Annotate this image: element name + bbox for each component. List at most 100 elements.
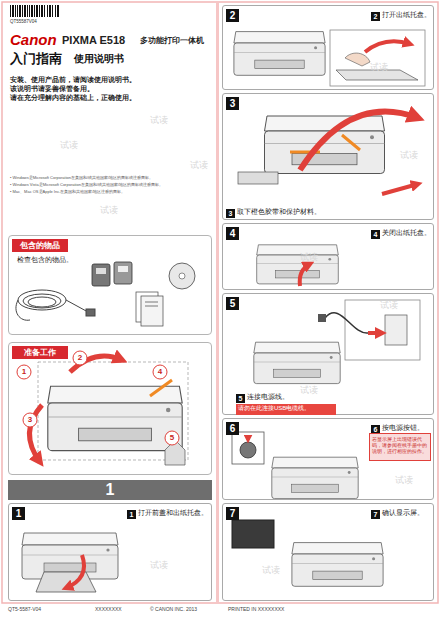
step-marker: 7 bbox=[371, 510, 380, 519]
footer-code: XXXXXXXX bbox=[95, 607, 122, 613]
printer bbox=[48, 386, 182, 450]
print-note: PRINTED IN XXXXXXXX bbox=[228, 607, 284, 613]
step-instruction: 按电源按钮。 bbox=[382, 424, 440, 432]
step-instruction: 关闭出纸托盘。 bbox=[382, 229, 440, 237]
printer bbox=[234, 32, 325, 76]
watermark: 试读 bbox=[370, 62, 388, 72]
ink-cartridges bbox=[92, 262, 132, 286]
printer bbox=[292, 543, 383, 587]
callout-number: 1 bbox=[18, 367, 30, 376]
callout-number: 3 bbox=[24, 415, 36, 424]
step-marker: 4 bbox=[371, 230, 380, 239]
display-screen bbox=[232, 520, 274, 548]
callout-number: 2 bbox=[74, 353, 86, 362]
note-text: 若显示屏上出现错误代码，请参阅在线手册中的说明，进行相应的操作。 bbox=[372, 436, 429, 454]
brand-logo: Canon bbox=[10, 31, 57, 48]
barcode bbox=[10, 5, 59, 17]
section-note: 检查包含的物品。 bbox=[17, 256, 167, 264]
watermark: 试读 bbox=[380, 300, 398, 310]
step-marker: 5 bbox=[236, 394, 245, 403]
section-header: 准备工作 bbox=[12, 346, 68, 359]
copyright: © CANON INC. 2013 bbox=[150, 607, 197, 613]
barcode-number: QT55587V04 bbox=[10, 19, 37, 24]
step-instruction: 取下橙色胶带和保护材料。 bbox=[237, 208, 417, 216]
manuals bbox=[136, 292, 163, 326]
trademark-note: • Mac、Mac OS是Apple Inc.在美国和其他国家/地区注册的商标。 bbox=[10, 190, 210, 195]
power-cord bbox=[325, 313, 368, 333]
orange-tape bbox=[150, 380, 172, 396]
step-box: 55连接电源线。请勿在此连接USB电缆线。 bbox=[222, 293, 434, 415]
watermark: 试读 bbox=[300, 252, 318, 262]
step-number: 5 bbox=[226, 297, 239, 310]
printer bbox=[254, 342, 340, 383]
watermark: 试读 bbox=[300, 385, 318, 395]
step-instruction: 确认显示屏。 bbox=[382, 509, 440, 517]
watermark: 试读 bbox=[190, 160, 208, 170]
watermark: 试读 bbox=[395, 475, 413, 485]
intro-text: 该说明书请妥善保管备用。 bbox=[10, 85, 94, 92]
step-number: 6 bbox=[226, 422, 239, 435]
step-box: 77确认显示屏。 bbox=[222, 503, 434, 601]
step-instruction: 打开出纸托盘。 bbox=[382, 11, 440, 19]
section-panel: 包含的物品检查包含的物品。 bbox=[8, 235, 212, 335]
step-number: 2 bbox=[226, 9, 239, 22]
trademark-note: • Windows是Microsoft Corporation在美国和/或其他国… bbox=[10, 176, 210, 181]
page-frame bbox=[2, 2, 438, 603]
watermark: 试读 bbox=[150, 560, 168, 570]
callout-circles bbox=[17, 351, 179, 445]
warning-text: 请勿在此连接USB电缆线。 bbox=[238, 405, 336, 412]
step-marker: 1 bbox=[127, 510, 136, 519]
step-marker: 3 bbox=[226, 209, 235, 218]
power-cord bbox=[16, 290, 95, 320]
model-name: PIXMA E518 bbox=[62, 34, 125, 47]
intro-text: 安装、使用产品前，请阅读使用说明书。 bbox=[10, 76, 136, 83]
callout-number: 5 bbox=[166, 433, 178, 442]
watermark: 试读 bbox=[150, 115, 168, 125]
setup-cd bbox=[169, 263, 195, 289]
power-socket bbox=[385, 315, 407, 345]
column-divider bbox=[216, 2, 219, 603]
step-number: 7 bbox=[226, 507, 239, 520]
step-marker: 2 bbox=[371, 12, 380, 21]
watermark: 试读 bbox=[262, 565, 280, 575]
step-number: 4 bbox=[226, 227, 239, 240]
red-arrow bbox=[382, 184, 418, 194]
guide-title: 入门指南 bbox=[10, 50, 62, 68]
section-header: 包含的物品 bbox=[12, 239, 68, 252]
subtitle: 使用说明书 bbox=[74, 53, 124, 65]
note-box: 若显示屏上出现错误代码，请参阅在线手册中的说明，进行相应的操作。 bbox=[369, 433, 431, 461]
step-number: 1 bbox=[12, 507, 25, 520]
printer bbox=[272, 457, 358, 498]
step-number: 3 bbox=[226, 97, 239, 110]
hand bbox=[345, 53, 370, 66]
red-arrow bbox=[300, 112, 418, 171]
red-arrow bbox=[300, 264, 310, 286]
red-arrow bbox=[368, 331, 382, 335]
warning-note: 请勿在此连接USB电缆线。 bbox=[236, 404, 336, 415]
section-panel: 准备工作 bbox=[8, 342, 212, 475]
detail-inset bbox=[232, 432, 264, 464]
footer-code: QT5-5587-V04 bbox=[8, 607, 41, 613]
intro-text: 请在充分理解内容的基础上，正确使用。 bbox=[10, 94, 136, 101]
red-arrow bbox=[66, 555, 84, 588]
red-arrow bbox=[247, 436, 250, 440]
printer bbox=[265, 116, 385, 174]
step-box: 11打开前盖和出纸托盘。 bbox=[8, 503, 212, 601]
product-type: 多功能打印一体机 bbox=[140, 36, 204, 45]
step-box: 22打开出纸托盘。 bbox=[222, 5, 434, 90]
step-box: 66按电源按钮。若显示屏上出现错误代码，请参阅在线手册中的说明，进行相应的操作。 bbox=[222, 418, 434, 500]
plug bbox=[318, 314, 326, 322]
protective-material bbox=[238, 172, 278, 184]
watermark: 试读 bbox=[400, 150, 418, 160]
step-instruction: 打开前盖和出纸托盘。 bbox=[138, 509, 213, 517]
printer bbox=[257, 245, 339, 284]
red-arrow bbox=[365, 41, 410, 52]
watermark: 试读 bbox=[100, 205, 118, 215]
detail-inset bbox=[345, 300, 420, 360]
part-number: 1 bbox=[8, 480, 212, 500]
trademark-note: • Windows Vista是Microsoft Corporation在美国… bbox=[10, 183, 210, 188]
power-button bbox=[240, 442, 256, 458]
part-band: 1 bbox=[8, 480, 212, 500]
front-cover bbox=[36, 572, 96, 592]
